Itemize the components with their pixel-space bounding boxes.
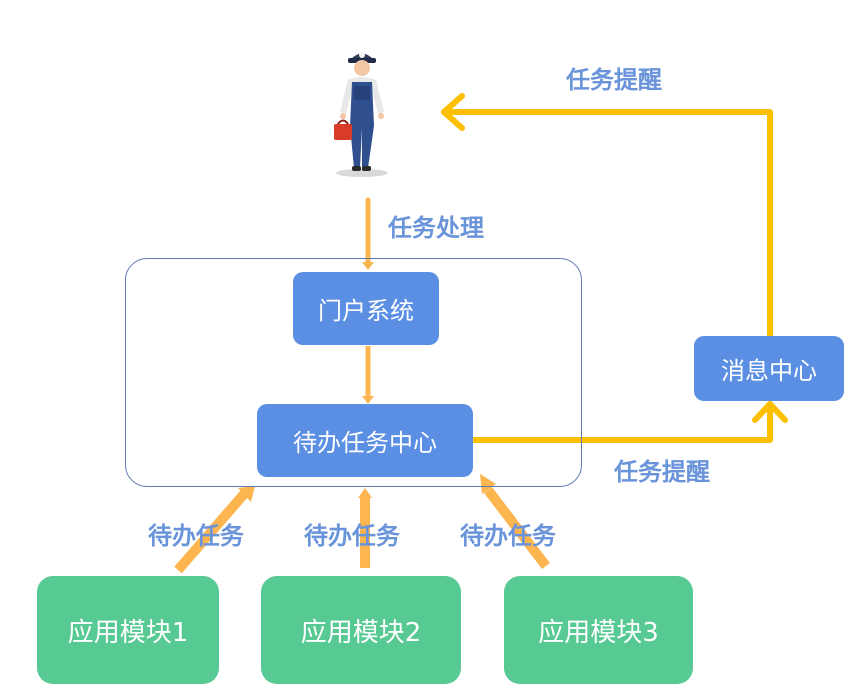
module1-arrowhead	[238, 486, 255, 502]
todo-label-3: 待办任务	[460, 522, 556, 550]
reminder-label-top: 任务提醒	[566, 66, 662, 94]
app-module-3-node: 应用模块3	[504, 576, 693, 684]
module2-arrowhead	[358, 488, 372, 498]
task-handle-arrowhead	[362, 262, 374, 270]
todo-center-node: 待办任务中心	[257, 404, 473, 477]
message-center-node: 消息中心	[694, 336, 844, 401]
reminder-label-bottom: 任务提醒	[614, 458, 710, 486]
portal-system-node: 门户系统	[293, 272, 439, 345]
todo-to-message-arrow	[471, 401, 788, 443]
todo-label-2: 待办任务	[304, 522, 400, 550]
portal-to-todo-arrowhead	[362, 396, 374, 404]
system-boundary	[125, 258, 582, 487]
todo-label-1: 待办任务	[148, 522, 244, 550]
module3-arrow	[484, 486, 550, 570]
app-module-2-node: 应用模块2	[261, 576, 461, 684]
worker-with-toolbox-icon	[334, 52, 388, 177]
app-module-1-node: 应用模块1	[37, 576, 219, 684]
module3-arrowhead	[480, 474, 496, 494]
reminder-loop-arrow	[441, 93, 773, 339]
module1-arrow	[174, 490, 248, 574]
task-handle-label: 任务处理	[388, 214, 484, 242]
